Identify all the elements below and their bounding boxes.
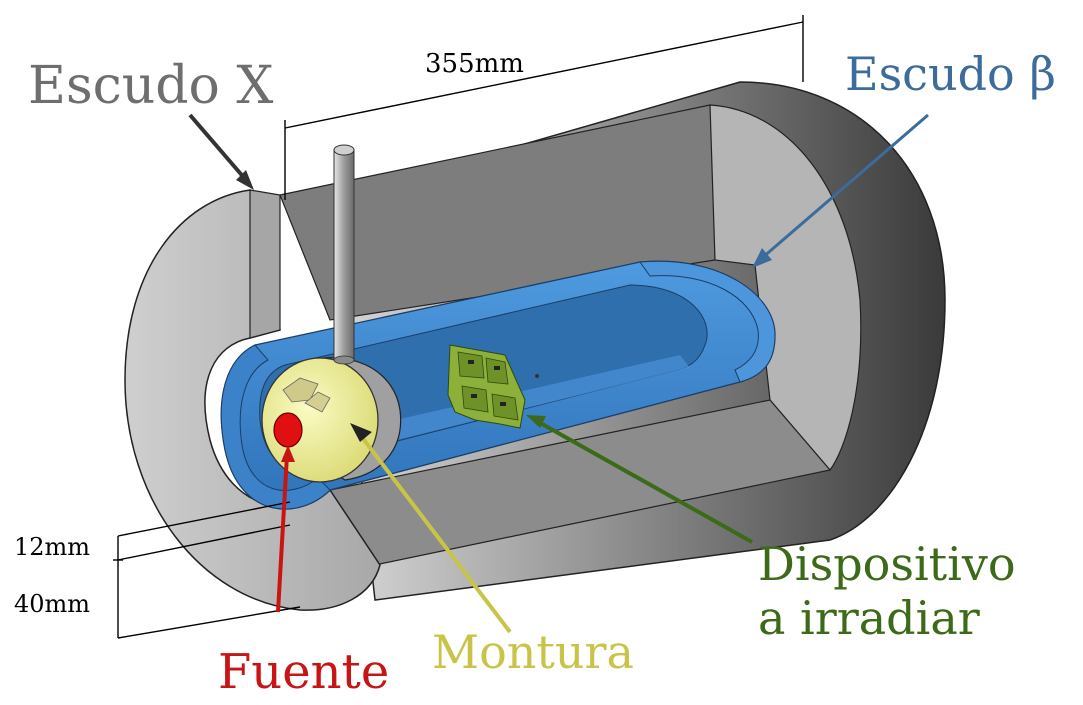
support-rod	[333, 144, 355, 365]
device-label-line2: a irradiar	[758, 591, 980, 645]
dimension-lines	[113, 15, 804, 639]
mount-label: Montura	[432, 625, 634, 679]
irradiated-device	[447, 344, 539, 429]
outer-thickness-label: 40mm	[14, 590, 90, 618]
shield-beta-label: Escudo β	[845, 47, 1056, 101]
shield-x-label: Escudo X	[28, 56, 273, 116]
mount	[261, 357, 402, 483]
device-label-line1: Dispositivo	[758, 537, 1016, 591]
inner-thickness-label: 12mm	[14, 533, 90, 561]
source-label: Fuente	[218, 644, 389, 700]
source	[273, 412, 303, 448]
callout-arrows	[188, 113, 929, 634]
length-dimension-label: 355mm	[425, 49, 524, 79]
